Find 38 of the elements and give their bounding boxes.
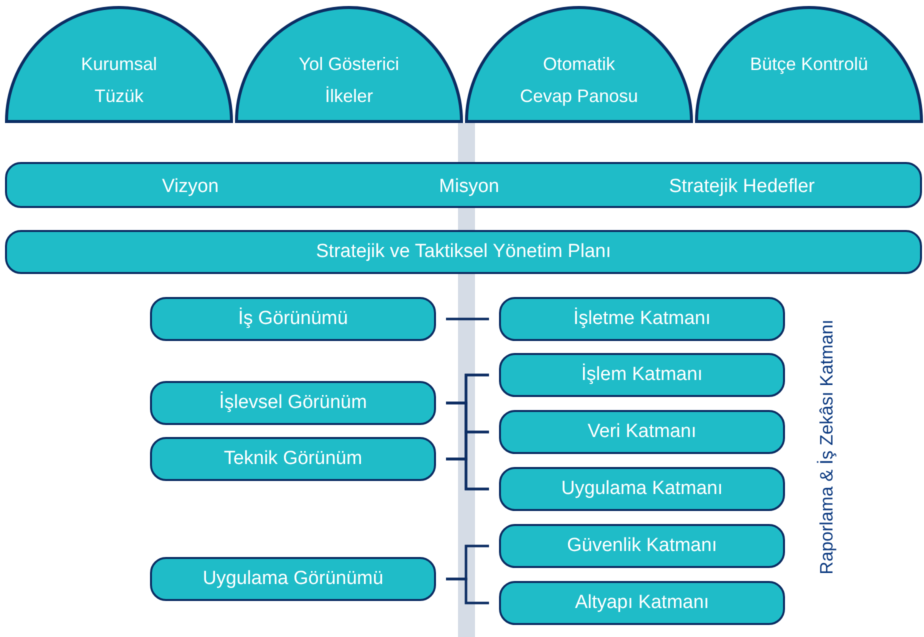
node-label: İşlevsel Görünüm xyxy=(219,390,367,415)
layer-box xyxy=(150,557,436,601)
layer-box xyxy=(499,524,785,568)
layer-box xyxy=(499,581,785,625)
node-label: Uygulama Görünümü xyxy=(202,566,384,591)
layer-box xyxy=(5,230,922,274)
connector-line xyxy=(446,578,489,604)
node-label: İşletme Katmanı xyxy=(573,306,711,331)
side-label: Raporlama & İş Zekâsı Katmanı xyxy=(816,319,838,575)
node-label: Stratejik ve Taktiksel Yönetim Planı xyxy=(316,240,611,264)
layer-box xyxy=(150,381,436,425)
layer-box xyxy=(150,437,436,481)
semicircle-node xyxy=(465,6,693,123)
node-label: Altyapı Katmanı xyxy=(574,590,710,615)
layer-box xyxy=(150,297,436,341)
node-label: İşlem Katmanı xyxy=(581,362,703,387)
node-label: Yol Gösterici İlkeler xyxy=(298,53,400,108)
node-label: Kurumsal Tüzük xyxy=(80,53,158,108)
node-label: Otomatik Cevap Panosu xyxy=(518,53,640,108)
semicircle-node xyxy=(5,6,233,123)
node-label: Güvenlik Katmanı xyxy=(567,534,717,558)
node-label: Bütçe Kontrolü xyxy=(748,53,870,76)
connector-line xyxy=(446,458,489,490)
layer-box xyxy=(499,410,785,454)
layer-box xyxy=(499,353,785,397)
node-label: Uygulama Katmanı xyxy=(561,476,723,501)
connector-line xyxy=(446,318,489,320)
semicircle-node xyxy=(695,6,923,123)
layer-box xyxy=(499,297,785,341)
band-node xyxy=(5,162,922,208)
node-label: Veri Katmanı xyxy=(588,420,696,444)
node-label: İş Görünümü xyxy=(238,306,348,331)
node-label: Stratejik Hedefler xyxy=(669,175,815,199)
node-label: Teknik Görünüm xyxy=(224,446,362,471)
node-label: Vizyon xyxy=(162,175,219,199)
layer-box xyxy=(499,467,785,511)
node-label: Misyon xyxy=(439,175,500,199)
semicircle-node xyxy=(235,6,463,123)
